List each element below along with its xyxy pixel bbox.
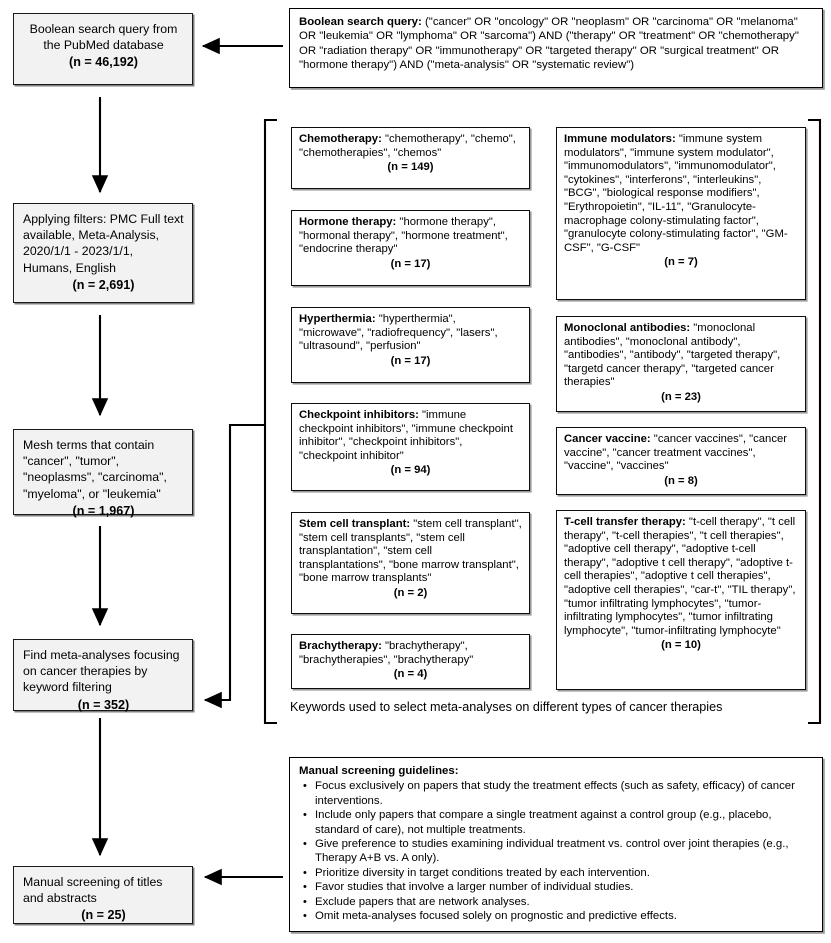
keyword-terms-cancer-vaccine: "cancer vaccines", "cancer vaccine", "ca… (564, 433, 788, 473)
guidelines-list: Focus exclusively on papers that study t… (299, 779, 814, 923)
keyword-terms-t-cell-transfer-therapy: "t-cell therapy", "t cell therapy", "t-c… (564, 516, 796, 637)
keyword-count-hyperthermia: (n = 17) (390, 354, 431, 367)
stage-keyword-filter-count: (n = 352) (77, 697, 130, 712)
keyword-box-immune-modulators[interactable]: Immune modulators: "immune system modula… (556, 127, 806, 300)
keyword-label-immune-modulators: Immune modulators: (564, 133, 676, 145)
keyword-count-chemotherapy: (n = 149) (387, 161, 434, 174)
keyword-count-immune-modulators: (n = 7) (664, 256, 698, 269)
guideline-item: Focus exclusively on papers that study t… (301, 779, 814, 808)
keyword-terms-hyperthermia: "hyperthermia", "microwave", "radiofrequ… (299, 313, 498, 353)
stage-mesh-text: Mesh terms that contain "cancer", "tumor… (23, 438, 167, 501)
keyword-label-hyperthermia: Hyperthermia: (299, 313, 376, 325)
keyword-box-monoclonal-antibodies[interactable]: Monoclonal antibodies: "monoclonal antib… (556, 316, 806, 412)
keyword-label-hormone-therapy: Hormone therapy: (299, 216, 397, 228)
stage-mesh-count: (n = 1,967) (72, 503, 135, 518)
stage-keyword-filter-text: Find meta-analyses focusing on cancer th… (23, 648, 180, 695)
guidelines-title: Manual screening guidelines: (299, 765, 459, 777)
keyword-count-hormone-therapy: (n = 17) (390, 257, 431, 270)
keyword-terms-monoclonal-antibodies: "monoclonal antibodies", "monoclonal ant… (564, 322, 781, 389)
manual-screening-guidelines-box[interactable]: Manual screening guidelines: Focus exclu… (289, 757, 823, 932)
guideline-item: Give preference to studies examining ind… (301, 837, 814, 866)
keyword-box-brachytherapy[interactable]: Brachytherapy: "brachytherapy", "brachyt… (291, 634, 530, 689)
stage-manual-screening-text: Manual screening of titles and abstracts (23, 875, 163, 906)
keyword-terms-immune-modulators: "immune system modulators", "immune syst… (564, 133, 788, 254)
keyword-group-bracket (263, 118, 277, 725)
keyword-box-chemotherapy[interactable]: Chemotherapy: "chemotherapy", "chemo", "… (291, 127, 530, 189)
keyword-label-t-cell-transfer-therapy: T-cell transfer therapy: (564, 516, 686, 528)
guideline-item: Exclude papers that are network analyses… (301, 895, 814, 910)
stage-manual-screening-count: (n = 25) (81, 908, 126, 923)
keyword-box-checkpoint-inhibitors[interactable]: Checkpoint inhibitors: "immune checkpoin… (291, 403, 530, 491)
keyword-label-checkpoint-inhibitors: Checkpoint inhibitors: (299, 409, 419, 421)
stage-search-count: (n = 46,192) (69, 55, 138, 70)
keyword-terms-chemotherapy: "chemotherapy", "chemo", "chemotherapies… (299, 133, 516, 159)
keyword-count-checkpoint-inhibitors: (n = 94) (390, 464, 431, 477)
keyword-count-stem-cell-transplant: (n = 2) (393, 586, 428, 599)
keyword-group-bracket-right (808, 118, 822, 725)
keyword-count-monoclonal-antibodies: (n = 23) (661, 390, 701, 403)
guideline-item: Omit meta-analyses focused solely on pro… (301, 909, 814, 924)
arrow-keywords-to-keyword-filter (203, 423, 265, 709)
keyword-label-cancer-vaccine: Cancer vaccine: (564, 433, 651, 445)
keyword-label-stem-cell-transplant: Stem cell transplant: (299, 518, 411, 530)
stage-box-keyword-filter[interactable]: Find meta-analyses focusing on cancer th… (13, 639, 193, 712)
guideline-item: Include only papers that compare a singl… (301, 808, 814, 837)
stage-box-filters[interactable]: Applying filters: PMC Full text availabl… (13, 203, 193, 303)
keyword-label-chemotherapy: Chemotherapy: (299, 133, 382, 145)
stage-filters-count: (n = 2,691) (72, 277, 135, 292)
keyword-bracket-caption: Keywords used to select meta-analyses on… (290, 700, 723, 714)
boolean-query-box[interactable]: Boolean search query: ("cancer" OR "onco… (289, 8, 823, 88)
stage-box-manual-screening[interactable]: Manual screening of titles and abstracts… (13, 866, 193, 924)
stage-box-mesh[interactable]: Mesh terms that contain "cancer", "tumor… (13, 429, 193, 518)
keyword-count-cancer-vaccine: (n = 8) (664, 474, 698, 487)
stage-box-search[interactable]: Boolean search query from the PubMed dat… (13, 13, 193, 85)
keyword-box-stem-cell-transplant[interactable]: Stem cell transplant: "stem cell transpl… (291, 512, 530, 614)
stage-search-text: Boolean search query from the PubMed dat… (29, 22, 178, 53)
guideline-item: Prioritize diversity in target condition… (301, 866, 814, 881)
boolean-query-label: Boolean search query: (299, 16, 422, 28)
keyword-terms-brachytherapy: "brachytherapy", "brachytherapies", "bra… (299, 640, 474, 666)
keyword-box-hormone-therapy[interactable]: Hormone therapy: "hormone therapy", "hor… (291, 210, 530, 286)
keyword-label-monoclonal-antibodies: Monoclonal antibodies: (564, 322, 691, 334)
keyword-box-cancer-vaccine[interactable]: Cancer vaccine: "cancer vaccines", "canc… (556, 427, 806, 495)
boolean-query-body: ("cancer" OR "oncology" OR "neoplasm" OR… (299, 16, 799, 71)
keyword-terms-checkpoint-inhibitors: "immune checkpoint inhibitors", "immune … (299, 409, 513, 462)
keyword-count-t-cell-transfer-therapy: (n = 10) (661, 639, 701, 652)
guideline-item: Favor studies that involve a larger numb… (301, 880, 814, 895)
stage-filters-text: Applying filters: PMC Full text availabl… (23, 212, 184, 275)
keyword-terms-stem-cell-transplant: "stem cell transplant", "stem cell trans… (299, 518, 522, 585)
keyword-box-hyperthermia[interactable]: Hyperthermia: "hyperthermia", "microwave… (291, 307, 530, 383)
keyword-label-brachytherapy: Brachytherapy: (299, 640, 382, 652)
keyword-terms-hormone-therapy: "hormone therapy", "hormonal therapy", "… (299, 216, 508, 256)
keyword-count-brachytherapy: (n = 4) (393, 668, 428, 681)
keyword-box-t-cell-transfer-therapy[interactable]: T-cell transfer therapy: "t-cell therapy… (556, 510, 806, 690)
